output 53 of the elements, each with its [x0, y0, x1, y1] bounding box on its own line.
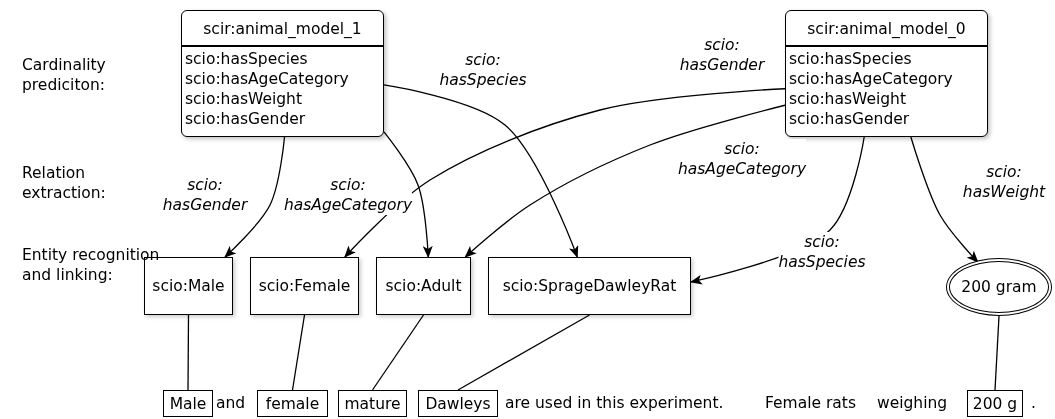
sentence-text: weighing — [877, 393, 948, 413]
entity-name: 200 gram — [961, 278, 1037, 296]
entity-name: scio:Male — [152, 277, 225, 295]
property-name: scio:hasSpecies — [185, 49, 309, 69]
edge-label: scio: hasAgeCategory — [677, 139, 807, 179]
token-text: mature — [344, 394, 401, 413]
sentence-text: are used in this experiment. — [505, 393, 724, 413]
property-name: scio:hasWeight — [185, 89, 303, 109]
arrow — [383, 131, 433, 258]
link-line — [291, 314, 306, 391]
class-name: scir:animal_model_0 — [786, 11, 987, 47]
sentence-text: . — [1031, 393, 1036, 413]
link-line — [187, 314, 190, 391]
class-box — [785, 10, 988, 137]
edge-label: scio: hasSpecies — [778, 232, 866, 272]
token-box — [163, 390, 213, 417]
property-name: scio:hasSpecies — [789, 49, 913, 69]
entity-box — [488, 257, 691, 315]
arrow — [464, 104, 786, 258]
edge-label: scio: hasWeight — [962, 162, 1046, 202]
arrow — [224, 136, 286, 258]
edge-label: scio: hasSpecies — [439, 50, 527, 90]
property-name: scio:hasWeight — [789, 89, 907, 109]
property-name: scio:hasAgeCategory — [185, 69, 350, 89]
entity-name: scio:SprageDawleyRat — [502, 277, 677, 295]
row-label: Cardinality prediciton: — [22, 55, 107, 95]
arrow — [344, 88, 786, 258]
edge-label: scio: hasAgeCategory — [283, 175, 413, 215]
token-text: Male — [169, 394, 207, 413]
token-box — [967, 390, 1023, 417]
entity-name: scio:Female — [258, 277, 351, 295]
token-text: female — [265, 394, 320, 413]
arrow — [383, 84, 579, 258]
token-box — [338, 390, 407, 417]
entity-box — [250, 257, 359, 315]
token-box — [257, 390, 328, 417]
token-text: 200 g — [972, 394, 1018, 413]
link-line — [994, 315, 1000, 391]
row-label: Relation extraction: — [22, 163, 107, 203]
entity-box — [376, 257, 471, 315]
property-name: scio:hasGender — [789, 109, 911, 129]
link-line — [457, 314, 591, 391]
arrow — [910, 136, 979, 263]
link-line — [371, 314, 425, 391]
token-box — [418, 390, 498, 417]
token-text: Dawleys — [425, 394, 491, 413]
property-name: scio:hasGender — [185, 109, 307, 129]
entity-name: scio:Adult — [385, 277, 462, 295]
sentence-text: Female rats — [765, 393, 856, 413]
property-name: scio:hasAgeCategory — [789, 69, 954, 89]
class-name: scir:animal_model_1 — [182, 11, 383, 47]
sentence-text: and — [216, 393, 246, 413]
class-box — [181, 10, 384, 137]
